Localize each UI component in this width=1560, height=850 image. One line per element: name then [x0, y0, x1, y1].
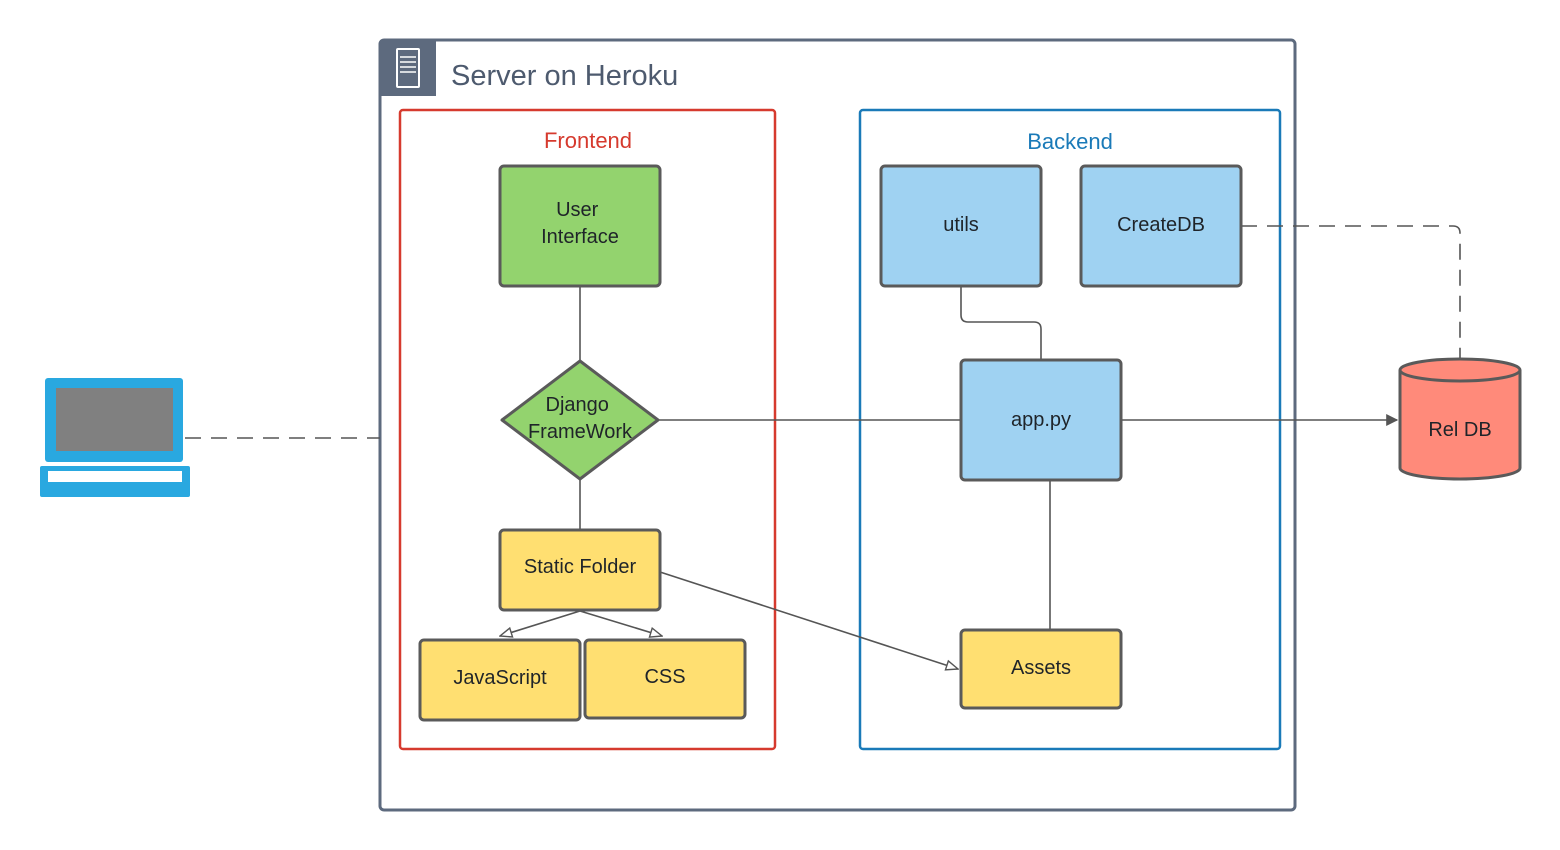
server-container: Server on Heroku [378, 38, 1297, 812]
createdb-to-db-link [1241, 225, 1461, 360]
frontend-group: Frontend [398, 108, 777, 751]
user-interface-line-2: Interface [541, 226, 619, 248]
static-to-css-arrow [579, 610, 662, 636]
utils-label: utils [943, 214, 979, 236]
user-interface-node: User Interface [498, 164, 662, 288]
static-folder-node: Static Folder [498, 528, 662, 612]
css-node: CSS [583, 638, 747, 720]
app-py-label: app.py [1011, 409, 1071, 431]
static-to-assets-arrow [659, 571, 958, 669]
utils-to-app-line [960, 286, 1042, 360]
database-icon: Rel DB [1398, 357, 1522, 481]
utils-node: utils [879, 164, 1043, 288]
static-folder-label: Static Folder [524, 556, 637, 578]
svg-text:Django FrameWork: Django FrameWork [528, 394, 633, 443]
assets-label: Assets [1011, 657, 1071, 679]
frontend-title: Frontend [544, 128, 632, 153]
server-icon [396, 48, 420, 88]
assets-node: Assets [959, 628, 1123, 710]
user-interface-line-1: User [556, 199, 599, 221]
server-title: Server on Heroku [451, 60, 678, 92]
static-to-javascript-arrow [500, 610, 581, 636]
django-line-1: Django [546, 394, 609, 416]
javascript-node: JavaScript [418, 638, 582, 722]
svg-text:User Interface: User Interface [541, 199, 619, 248]
css-label: CSS [644, 666, 685, 688]
javascript-label: JavaScript [453, 667, 547, 689]
django-line-2: FrameWork [528, 421, 633, 443]
database-label: Rel DB [1428, 419, 1491, 441]
backend-title: Backend [1027, 129, 1113, 154]
laptop-icon [40, 378, 190, 497]
createdb-node: CreateDB [1079, 164, 1243, 288]
app-py-node: app.py [959, 358, 1123, 482]
connectors [185, 225, 1461, 669]
backend-group: Backend [858, 108, 1282, 751]
createdb-label: CreateDB [1117, 214, 1205, 236]
django-framework-node: Django FrameWork [500, 359, 660, 481]
